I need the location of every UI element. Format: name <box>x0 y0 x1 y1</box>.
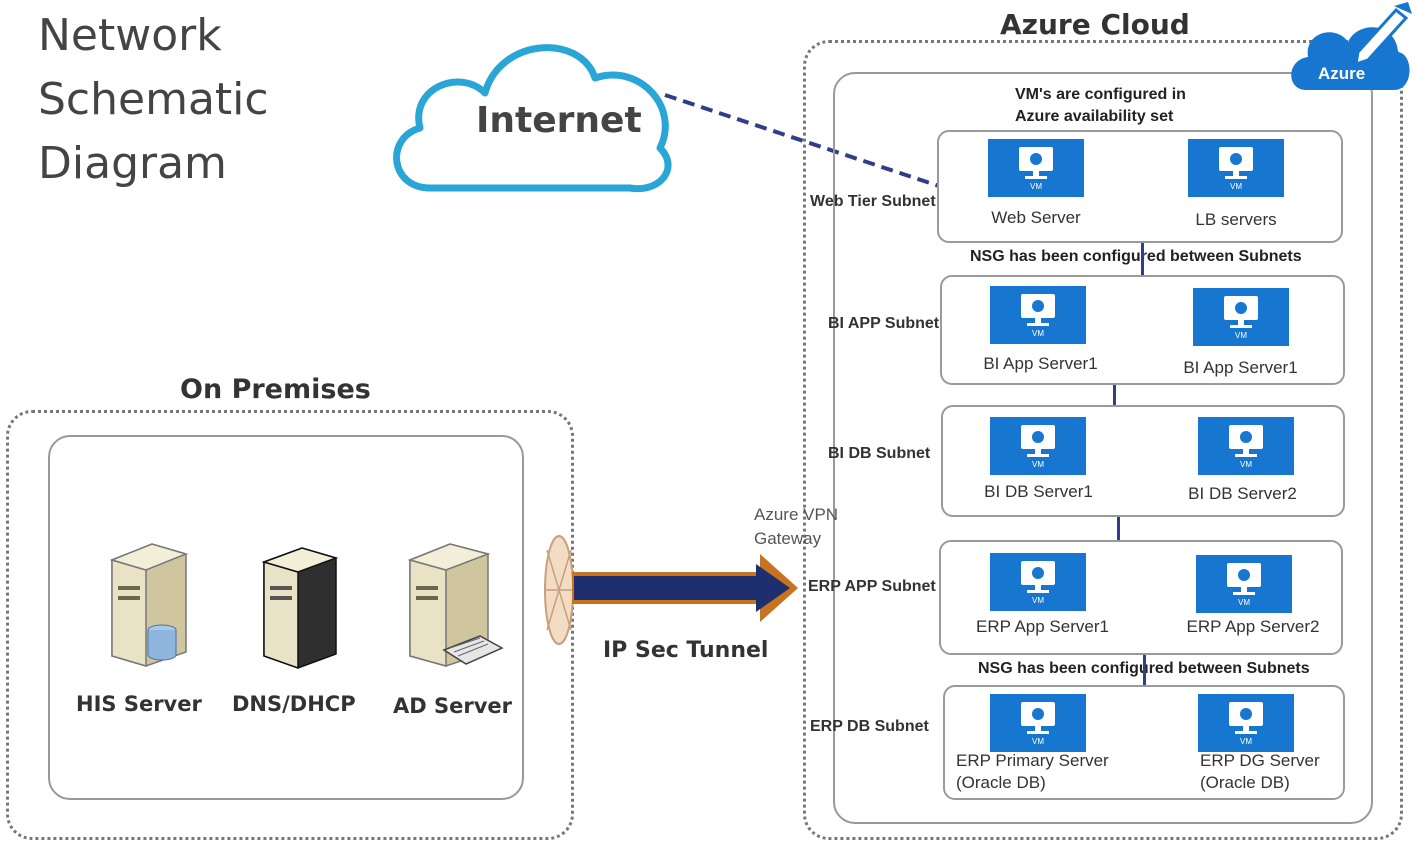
subnet-connector <box>1141 243 1144 275</box>
monitor-icon: VM <box>1019 147 1053 191</box>
vm-badge: VM <box>1240 460 1252 469</box>
vm-icon: VM <box>1198 417 1294 475</box>
vm-icon: VM <box>1188 139 1284 197</box>
monitor-icon: VM <box>1021 294 1055 338</box>
vm-label-erp-primary: ERP Primary Server (Oracle DB) <box>956 750 1109 794</box>
azure-cloud-boundary <box>803 40 1403 840</box>
availability-note-line-1: VM's are configured in <box>1015 86 1186 103</box>
vm-icon: VM <box>990 553 1086 611</box>
subnet-connector <box>1117 517 1120 540</box>
server-label-his: HIS Server <box>76 692 202 716</box>
vm-badge: VM <box>1032 329 1044 338</box>
server-label-ad: AD Server <box>393 694 513 718</box>
ipsec-tunnel-arrow <box>572 554 798 622</box>
vm-icon: VM <box>990 694 1086 752</box>
on-premises-label: On Premises <box>180 374 371 405</box>
azure-cloud-label: Azure Cloud <box>1000 8 1190 41</box>
vm-label-erp-primary-line-2: (Oracle DB) <box>956 773 1046 792</box>
monitor-icon: VM <box>1229 702 1263 746</box>
subnet-connector <box>1113 385 1116 405</box>
monitor-icon: VM <box>1229 425 1263 469</box>
monitor-icon: VM <box>1021 702 1055 746</box>
vm-badge: VM <box>1240 737 1252 746</box>
availability-note: VM's are configured in Azure availabilit… <box>1015 84 1186 128</box>
vm-label-bi-app-server-1: BI App Server1 <box>983 354 1098 373</box>
internet-label: Internet <box>476 100 642 141</box>
azure-logo-text: Azure <box>1318 64 1366 83</box>
server-label-dns-dhcp: DNS/DHCP <box>232 692 356 716</box>
monitor-icon: VM <box>1021 425 1055 469</box>
vm-icon: VM <box>990 417 1086 475</box>
vm-badge: VM <box>1235 331 1247 340</box>
vm-icon: VM <box>988 139 1084 197</box>
his-server-icon <box>109 543 189 668</box>
vm-label-erp-dg-line-1: ERP DG Server <box>1200 751 1320 770</box>
monitor-icon: VM <box>1227 563 1261 607</box>
subnet-label-web-tier: Web Tier Subnet <box>810 193 936 210</box>
vm-label-lb-servers: LB servers <box>1195 210 1277 229</box>
ipsec-tunnel-label: IP Sec Tunnel <box>603 638 769 663</box>
availability-note-line-2: Azure availability set <box>1015 108 1174 125</box>
vm-label-bi-app-server-1b: BI App Server1 <box>1183 358 1298 377</box>
vm-label-erp-app-server-2: ERP App Server2 <box>1186 617 1320 636</box>
monitor-icon: VM <box>1224 296 1258 340</box>
on-premises-boundary <box>6 410 574 840</box>
internet-cloud-icon <box>393 44 672 193</box>
ad-server-icon <box>407 543 504 667</box>
azure-logo: Azure <box>1286 2 1414 94</box>
vm-icon: VM <box>990 286 1086 344</box>
vm-label-erp-primary-line-1: ERP Primary Server <box>956 751 1109 770</box>
title-line-2: Schematic <box>38 74 269 125</box>
vm-icon: VM <box>1198 694 1294 752</box>
vm-label-erp-app-server-1: ERP App Server1 <box>976 617 1109 636</box>
dns-dhcp-server-icon <box>261 547 339 670</box>
vpn-gateway-label-line-1: Azure VPN <box>754 505 839 524</box>
diagram-title: Network Schematic Diagram <box>38 4 269 196</box>
vm-icon: VM <box>1196 555 1292 613</box>
vm-label-erp-dg-line-2: (Oracle DB) <box>1200 773 1290 792</box>
on-premises-inner-boundary <box>48 435 524 800</box>
vpn-gateway-label: Azure VPN Gateway <box>754 503 838 551</box>
monitor-icon: VM <box>1219 147 1253 191</box>
vm-icon: VM <box>1193 288 1289 346</box>
nsg-note-1: NSG has been configured between Subnets <box>970 248 1302 265</box>
subnet-label-erp-app: ERP APP Subnet <box>808 578 936 595</box>
subnet-label-bi-app: BI APP Subnet <box>828 315 940 332</box>
vm-label-bi-db-server-1: BI DB Server1 <box>984 482 1093 501</box>
vm-badge: VM <box>1238 598 1250 607</box>
monitor-icon: VM <box>1021 561 1055 605</box>
vm-badge: VM <box>1032 460 1044 469</box>
subnet-connector <box>1143 655 1146 685</box>
vm-label-bi-db-server-2: BI DB Server2 <box>1188 484 1297 503</box>
subnet-label-erp-db: ERP DB Subnet <box>810 718 929 735</box>
vm-badge: VM <box>1030 182 1042 191</box>
subnet-label-bi-db: BI DB Subnet <box>828 445 931 462</box>
vm-badge: VM <box>1032 737 1044 746</box>
title-line-3: Diagram <box>38 138 227 189</box>
azure-inner-boundary <box>833 72 1373 824</box>
vpn-gateway-label-line-2: Gateway <box>754 529 822 548</box>
title-line-1: Network <box>38 10 222 61</box>
azure-cloud-icon <box>1291 2 1412 91</box>
vm-label-erp-dg: ERP DG Server (Oracle DB) <box>1200 750 1320 794</box>
vm-badge: VM <box>1032 596 1044 605</box>
vm-label-web-server: Web Server <box>991 208 1081 227</box>
vm-badge: VM <box>1230 182 1242 191</box>
